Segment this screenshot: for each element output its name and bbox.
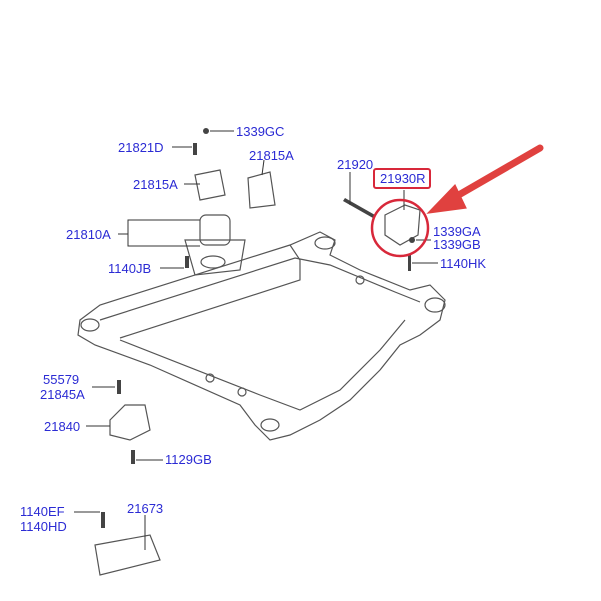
label-1339GA[interactable]: 1339GA [433, 224, 481, 239]
label-21930R[interactable]: 21930R [380, 171, 426, 186]
bolts [101, 128, 415, 528]
leader-lines [74, 130, 438, 550]
mount-21840 [109, 404, 151, 441]
label-21845A[interactable]: 21845A [40, 387, 85, 402]
label-1129GB[interactable]: 1129GB [165, 452, 212, 467]
label-21673[interactable]: 21673 [127, 501, 164, 516]
crossmember-subframe [77, 231, 446, 441]
mount-21930R [384, 204, 421, 246]
highlight-circle [370, 198, 430, 258]
label-1339GC[interactable]: 1339GC [236, 124, 285, 139]
label-21815A-left[interactable]: 21815A [133, 177, 178, 192]
bracket-21673 [94, 534, 161, 576]
label-1140JB[interactable]: 1140JB [108, 261, 152, 276]
label-55579[interactable]: 55579 [43, 372, 80, 387]
label-1140HD[interactable]: 1140HD [20, 519, 67, 534]
label-1339GB[interactable]: 1339GB [433, 237, 481, 252]
brackets-21815A [194, 169, 276, 209]
label-21810A[interactable]: 21810A [66, 227, 111, 242]
label-21920[interactable]: 21920 [337, 157, 374, 172]
label-21815A-right[interactable]: 21815A [249, 148, 294, 163]
label-1140EF[interactable]: 1140EF [20, 504, 65, 519]
label-21840[interactable]: 21840 [44, 419, 81, 434]
label-1140HK[interactable]: 1140HK [440, 256, 487, 271]
engine-mount-21810A [184, 214, 246, 276]
highlight-box [373, 168, 431, 189]
label-21821D[interactable]: 21821D [118, 140, 164, 155]
red-arrow [426, 144, 544, 214]
